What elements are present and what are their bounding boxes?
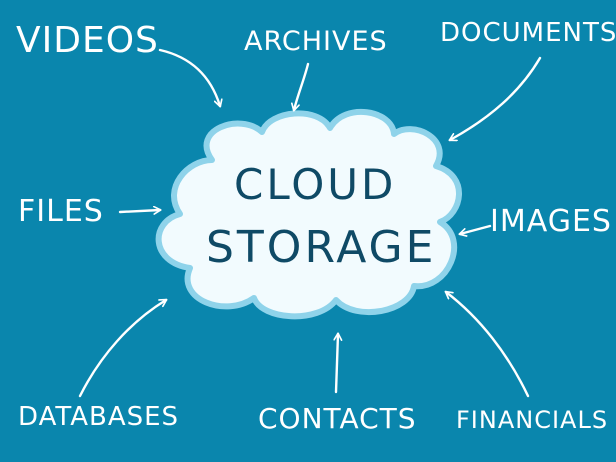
label-contacts: CONTACTS (258, 402, 417, 435)
cloud-shape (155, 108, 462, 320)
label-financials: FINANCIALS (456, 406, 609, 434)
label-videos: VIDEOS (16, 20, 159, 61)
label-files: FILES (18, 194, 104, 229)
label-documents: DOCUMENTS (440, 18, 616, 48)
arrow-videos (158, 48, 220, 106)
label-images: IMAGES (490, 204, 612, 239)
arrow-documents (450, 56, 542, 140)
arrow-archives (294, 62, 310, 110)
center-title-line-1: CLOUD (234, 160, 397, 209)
arrow-images (460, 224, 492, 234)
label-archives: ARCHIVES (244, 26, 388, 57)
arrow-contacts (336, 334, 338, 394)
label-databases: DATABASES (18, 402, 180, 432)
arrow-files (118, 210, 160, 212)
arrow-databases (78, 300, 166, 398)
center-title-line-2: STORAGE (206, 222, 437, 273)
arrow-financials (446, 292, 530, 398)
